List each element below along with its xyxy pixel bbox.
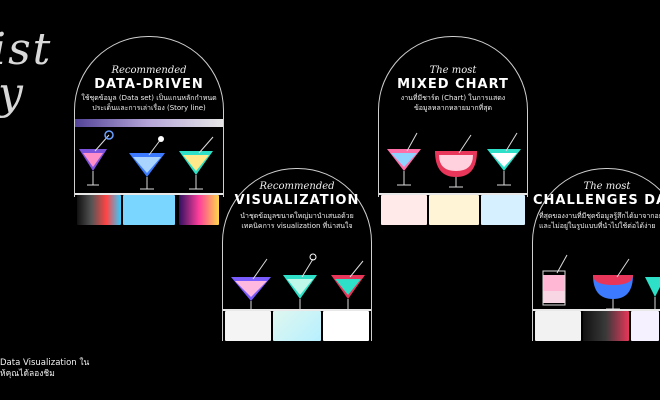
card-description: งานที่มีชาร์ต (Chart) ในการแสดง ข้อมูลหล… xyxy=(383,93,523,113)
thumbnail-image[interactable] xyxy=(381,195,427,225)
thumbnail-image[interactable] xyxy=(583,311,629,341)
thumbnail-image[interactable] xyxy=(123,195,175,225)
shelf-divider xyxy=(533,309,660,311)
cocktail-glass-icon xyxy=(542,254,568,306)
cocktail-glass-icon xyxy=(179,136,214,190)
thumbnail-image[interactable] xyxy=(179,195,219,225)
card-description: นำชุดข้อมูลขนาดใหญ่มานำเสนอด้วย เทคนิคกา… xyxy=(227,211,367,231)
card-mixed-chart[interactable]: The most MIXED CHART งานที่มีชาร์ต (Char… xyxy=(378,36,528,225)
card-kicker: Recommended xyxy=(259,181,335,192)
card-kicker: The most xyxy=(583,181,631,192)
desc-line-1: ใช้ชุดข้อมูล (Data set) เป็นแกนหลักกำหนด xyxy=(81,94,217,102)
thumbnail-image[interactable] xyxy=(77,195,121,225)
gradient-band xyxy=(75,119,223,127)
bottom-caption-line-1: Data Visualization ใน xyxy=(0,358,90,368)
thumbnail-image[interactable] xyxy=(535,311,581,341)
cocktail-glass-icon xyxy=(129,136,165,190)
bottom-caption: Data Visualization ใน ห้คุณได้ลองชิม xyxy=(0,358,89,380)
card-description: ที่สุดของงานที่มีชุดข้อมูลรู้สึกได้มาจาก… xyxy=(539,211,660,231)
cocktail-glass-icon xyxy=(231,258,271,312)
card-description: ใช้ชุดข้อมูล (Data set) เป็นแกนหลักกำหนด… xyxy=(79,93,219,113)
card-challenges-data[interactable]: The most CHALLENGES DATA ที่สุดของงานที่… xyxy=(532,168,660,341)
desc-line-2: ข้อมูลหลากหลายมากที่สุด xyxy=(413,104,493,112)
cocktail-glass-icon xyxy=(487,132,521,186)
cocktail-glass-icon xyxy=(645,277,660,309)
cocktail-glass-icon xyxy=(387,132,421,186)
card-title: DATA-DRIVEN xyxy=(94,77,204,92)
cocktail-glasses xyxy=(542,254,660,310)
shelf-divider xyxy=(223,309,371,311)
thumbnail-image[interactable] xyxy=(631,311,659,341)
thumbnail-row xyxy=(379,195,527,225)
desc-line-1: ที่สุดของงานที่มีชุดข้อมูลรู้สึกได้มาจาก… xyxy=(539,212,660,220)
card-kicker: Recommended xyxy=(111,65,187,76)
desc-line-1: นำชุดข้อมูลขนาดใหญ่มานำเสนอด้วย xyxy=(240,212,354,220)
desc-line-1: งานที่มีชาร์ต (Chart) ในการแสดง xyxy=(400,94,506,102)
card-title: MIXED CHART xyxy=(397,77,509,92)
desc-line-2: ประเด็นและการเล่าเรื่อง (Story line) xyxy=(92,104,206,112)
card-data-driven[interactable]: Recommended DATA-DRIVEN ใช้ชุดข้อมูล (Da… xyxy=(74,36,224,225)
script-line-2: y xyxy=(0,68,25,119)
card-title: VISUALIZATION xyxy=(234,193,360,208)
cocktail-glass-icon xyxy=(79,130,114,186)
thumbnail-image[interactable] xyxy=(429,195,479,225)
card-visualization[interactable]: Recommended VISUALIZATION นำชุดข้อมูลขนา… xyxy=(222,168,372,341)
cocktail-glass-icon xyxy=(331,260,365,312)
cocktail-glass-icon xyxy=(435,134,477,188)
cocktail-glasses xyxy=(387,132,521,188)
thumbnail-row xyxy=(223,311,371,341)
card-title: CHALLENGES DATA xyxy=(533,193,660,208)
thumbnail-image[interactable] xyxy=(225,311,271,341)
script-line-1: ist xyxy=(0,24,53,75)
thumbnail-image[interactable] xyxy=(481,195,525,225)
cocktail-glass-icon xyxy=(593,258,633,310)
shelf-divider xyxy=(75,193,223,195)
thumbnail-image[interactable] xyxy=(323,311,369,341)
cocktail-glasses xyxy=(79,130,214,190)
cocktail-glasses xyxy=(231,253,365,312)
card-kicker: The most xyxy=(429,65,477,76)
thumbnail-image[interactable] xyxy=(273,311,321,341)
background-script-text: ist y xyxy=(0,28,52,116)
cocktail-glass-icon xyxy=(283,253,317,312)
thumbnail-row xyxy=(533,311,660,341)
desc-line-2: และไม่อยู่ในรูปแบบที่นำไปใช้ต่อได้ง่าย xyxy=(539,222,656,230)
thumbnail-row xyxy=(75,195,223,225)
desc-line-2: เทคนิคการ visualization ที่น่าสนใจ xyxy=(241,222,353,230)
bottom-caption-line-2: ห้คุณได้ลองชิม xyxy=(0,369,55,379)
shelf-divider xyxy=(379,193,527,195)
